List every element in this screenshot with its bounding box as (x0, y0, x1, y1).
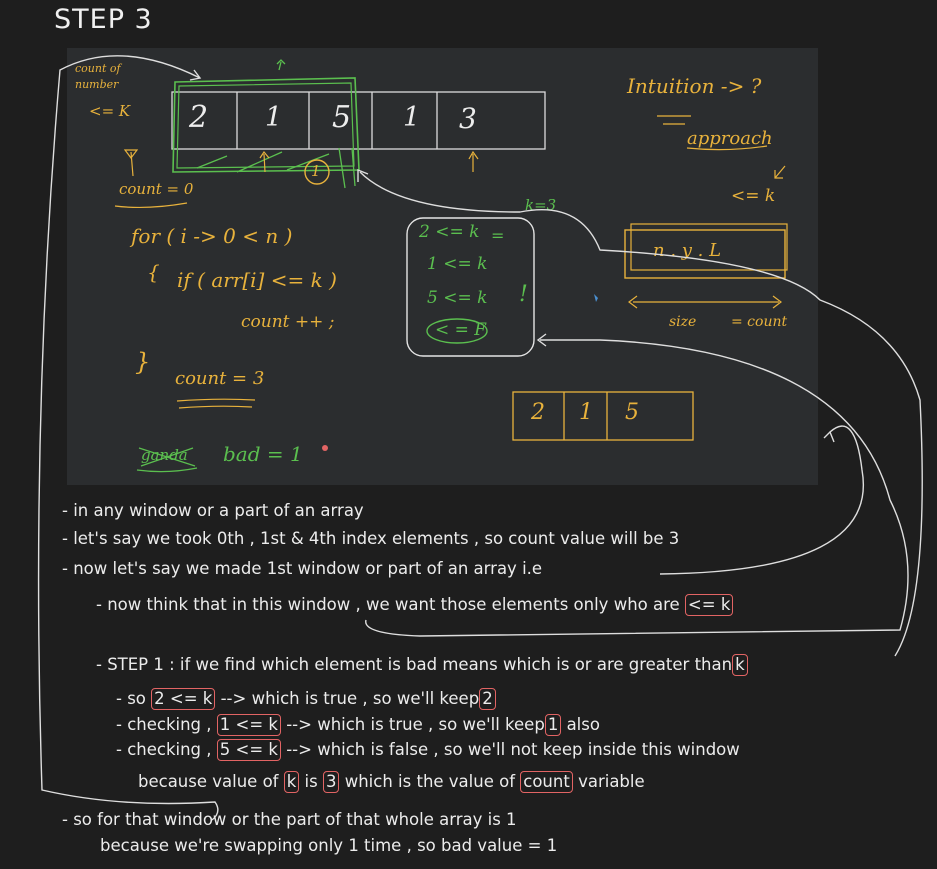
highlight-le-k: <= k (684, 594, 734, 616)
crossed-word: ganda (141, 446, 188, 464)
circle-mark: 1 (311, 162, 321, 180)
check-mark: ! (519, 282, 528, 307)
note-line-10: - so for that window or the part of that… (62, 810, 517, 829)
note-line-11: because we're swapping only 1 time , so … (100, 836, 558, 855)
highlight-2-le-k: 2 <= k (151, 688, 216, 710)
note-line-9-is: is (304, 772, 318, 791)
note-line-7-prefix: - checking , (116, 715, 212, 734)
note-line-6-prefix: - so (116, 689, 146, 708)
array-cell: 5 (332, 100, 352, 135)
check-line: 1 <= k (427, 254, 488, 274)
note-line-1: - in any window or a part of an array (62, 501, 364, 520)
note-line-7: - checking , 1 <= k --> which is true , … (116, 714, 600, 736)
note-line-4: - now think that in this window , we wan… (96, 594, 734, 616)
highlight-2: 2 (479, 688, 496, 710)
bad-label: bad = 1 (223, 442, 303, 466)
note-line-9-mid: which is the value of (344, 772, 516, 791)
count-result: count = 3 (175, 368, 265, 389)
size-count: = count (731, 314, 788, 330)
note-line-8: - checking , 5 <= k --> which is false ,… (116, 739, 740, 761)
count-note-line-1: count of (75, 62, 121, 75)
approach-label: approach (687, 128, 773, 149)
note-line-8-prefix: - checking , (116, 740, 212, 759)
note-line-5: - STEP 1 : if we find which element is b… (96, 654, 748, 676)
count-note-line-2: number (75, 78, 119, 91)
page-title: STEP 3 (54, 4, 153, 35)
note-line-6-mid: --> which is true , so we'll keep (220, 689, 480, 708)
whiteboard-image: count of number <= K (67, 48, 818, 485)
highlight-count: count (520, 771, 573, 793)
array-cell: 3 (459, 102, 477, 135)
note-line-9-prefix: because value of (138, 772, 279, 791)
highlight-1-le-k: 1 <= k (216, 714, 281, 736)
small-array-cell: 1 (579, 400, 593, 425)
right-le-k: <= k (731, 186, 776, 206)
small-array-cell: 5 (625, 400, 639, 425)
note-line-6: - so 2 <= k --> which is true , so we'll… (116, 688, 496, 710)
note-line-5-text: - STEP 1 : if we find which element is b… (96, 655, 733, 674)
k-label: k=3 (525, 196, 557, 214)
note-line-8-mid: --> which is false , so we'll not keep i… (286, 740, 740, 759)
array-cell: 1 (403, 102, 421, 133)
highlight-k: k (732, 654, 748, 676)
note-line-7-suffix: also (566, 715, 600, 734)
check-mark: = (491, 226, 505, 245)
code-for: for ( i -> 0 < n ) (131, 224, 293, 248)
check-line: 2 <= k (419, 222, 480, 242)
check-line: 5 <= k (427, 288, 488, 308)
code-count: count ++ ; (241, 312, 335, 332)
size-label: size (669, 314, 697, 330)
note-line-2: - let's say we took 0th , 1st & 4th inde… (62, 529, 680, 548)
highlight-k-value: k (283, 771, 300, 793)
count-note-line-3: <= K (89, 102, 131, 120)
count-init: count = 0 (119, 180, 194, 198)
note-line-7-mid: --> which is true , so we'll keep (286, 715, 545, 734)
small-array-cell: 2 (531, 400, 545, 425)
code-brace-close: } (135, 348, 151, 376)
highlight-5-le-k: 5 <= k (216, 739, 281, 761)
code-if: if ( arr[i] <= k ) (177, 268, 337, 292)
array-cell: 2 (189, 100, 209, 135)
intuition-label: Intuition -> ? (627, 74, 762, 98)
highlight-3: 3 (322, 771, 340, 793)
note-line-9: because value of k is 3 which is the val… (138, 771, 645, 793)
note-line-9-suffix: variable (578, 772, 645, 791)
note-line-3: - now let's say we made 1st window or pa… (62, 559, 543, 578)
highlight-1: 1 (544, 714, 562, 736)
check-line: < = F (435, 320, 487, 340)
array-cell: 1 (265, 102, 283, 133)
code-brace-open: { (147, 260, 160, 284)
note-line-4-text: - now think that in this window , we wan… (96, 595, 680, 614)
window-text: n . y . L (653, 240, 722, 261)
